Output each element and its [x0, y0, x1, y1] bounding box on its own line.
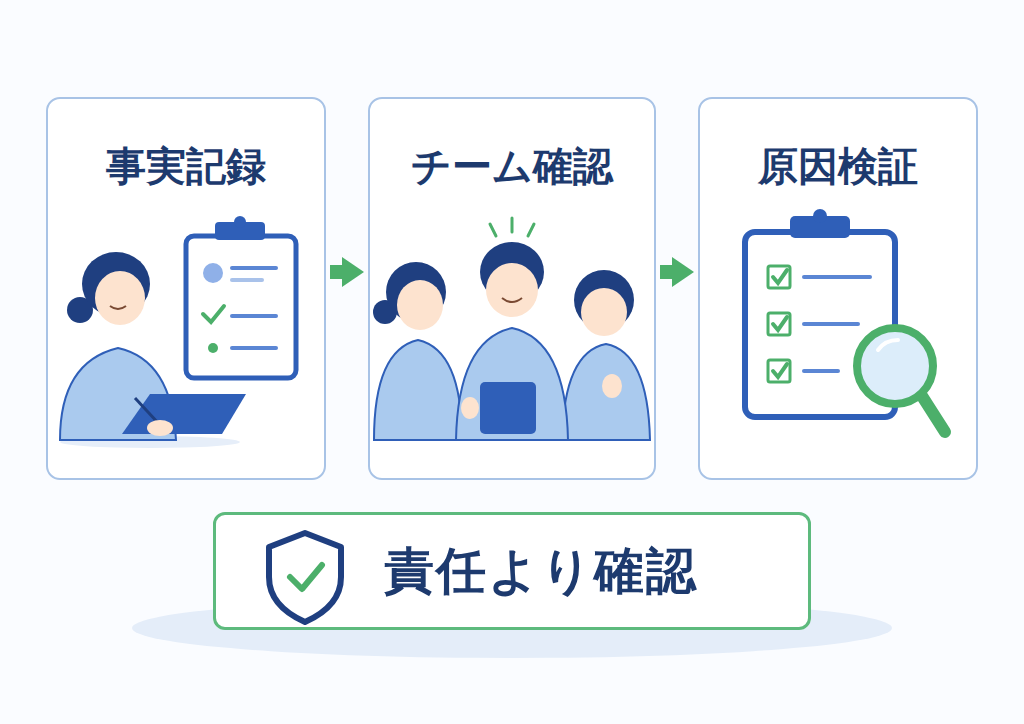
- writer-figure: [60, 216, 296, 448]
- shield-icon: [269, 533, 341, 622]
- step-heading: チーム確認: [370, 139, 654, 194]
- step-box: チーム確認: [368, 97, 656, 480]
- step-heading: 原因検証: [700, 139, 976, 194]
- checklist-figure: [745, 209, 945, 432]
- motto-box: 責任より確認: [213, 512, 811, 630]
- box-ground: [213, 512, 811, 630]
- box-ground: [46, 97, 326, 480]
- flow-arrow: [660, 265, 672, 279]
- motto-text: 責任より確認: [384, 538, 698, 605]
- team-figure: [373, 218, 650, 440]
- box-ground: [368, 97, 656, 480]
- flow-arrow: [330, 265, 342, 279]
- box-ground: [698, 97, 978, 480]
- step-box: 事実記録: [46, 97, 326, 480]
- step-heading: 事実記録: [48, 139, 324, 194]
- step-box: 原因検証: [698, 97, 978, 480]
